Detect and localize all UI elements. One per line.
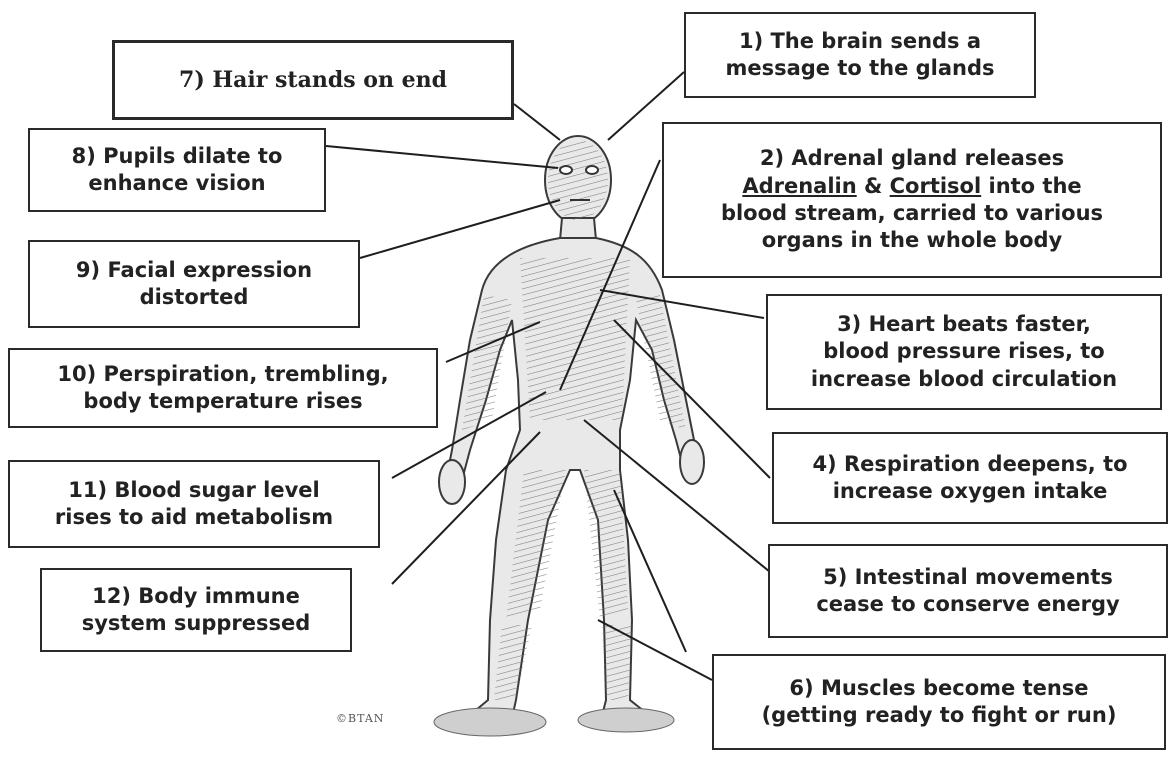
label-6-line-2: (getting ready to fight or run): [762, 702, 1117, 729]
label-12-line-1: 12) Body immune: [92, 583, 300, 610]
label-3-line-3: increase blood circulation: [811, 366, 1117, 393]
label-box-3: 3) Heart beats faster, blood pressure ri…: [766, 294, 1162, 410]
cortisol-term: Cortisol: [890, 174, 982, 198]
label-2-line-2: Adrenalin & Cortisol into the: [742, 173, 1081, 200]
label-box-1: 1) The brain sends a message to the glan…: [684, 12, 1036, 98]
label-box-8: 8) Pupils dilate to enhance vision: [28, 128, 326, 212]
adrenalin-term: Adrenalin: [742, 174, 856, 198]
label-box-7: 7) Hair stands on end: [112, 40, 514, 120]
label-box-6: 6) Muscles become tense (getting ready t…: [712, 654, 1166, 750]
label-box-5: 5) Intestinal movements cease to conserv…: [768, 544, 1168, 638]
label-11-line-1: 11) Blood sugar level: [68, 477, 319, 504]
label-12-line-2: system suppressed: [82, 610, 311, 637]
label-2-line-1: 2) Adrenal gland releases: [760, 145, 1064, 172]
label-2-line-4: organs in the whole body: [762, 227, 1062, 254]
label-11-line-2: rises to aid metabolism: [55, 504, 333, 531]
label-1-line-1: 1) The brain sends a: [739, 28, 981, 55]
label-5-line-1: 5) Intestinal movements: [823, 564, 1113, 591]
label-5-line-2: cease to conserve energy: [816, 591, 1119, 618]
label-box-10: 10) Perspiration, trembling, body temper…: [8, 348, 438, 428]
label-4-line-2: increase oxygen intake: [833, 478, 1108, 505]
label-8-line-1: 8) Pupils dilate to: [72, 143, 283, 170]
label-2-line-3: blood stream, carried to various: [721, 200, 1103, 227]
label-box-11: 11) Blood sugar level rises to aid metab…: [8, 460, 380, 548]
connector-8: [326, 146, 558, 168]
label-10-line-2: body temperature rises: [83, 388, 362, 415]
label-box-12: 12) Body immune system suppressed: [40, 568, 352, 652]
label-9-line-1: 9) Facial expression: [76, 257, 312, 284]
label-4-line-1: 4) Respiration deepens, to: [812, 451, 1127, 478]
label-6-line-1: 6) Muscles become tense: [789, 675, 1088, 702]
label-box-4: 4) Respiration deepens, to increase oxyg…: [772, 432, 1168, 524]
ground-icon: [434, 708, 674, 736]
label-2-tail: into the: [981, 174, 1081, 198]
connector-7: [514, 104, 560, 140]
label-10-line-1: 10) Perspiration, trembling,: [57, 361, 388, 388]
label-9-line-2: distorted: [140, 284, 249, 311]
label-box-9: 9) Facial expression distorted: [28, 240, 360, 328]
label-3-line-2: blood pressure rises, to: [823, 338, 1104, 365]
label-1-line-2: message to the glands: [725, 55, 994, 82]
label-box-2: 2) Adrenal gland releases Adrenalin & Co…: [662, 122, 1162, 278]
label-3-line-1: 3) Heart beats faster,: [837, 311, 1091, 338]
label-8-line-2: enhance vision: [88, 170, 265, 197]
label-2-conjunction: &: [857, 174, 890, 198]
copyright-watermark: ©BTAN: [336, 712, 384, 725]
label-7-line-1: 7) Hair stands on end: [179, 66, 447, 95]
